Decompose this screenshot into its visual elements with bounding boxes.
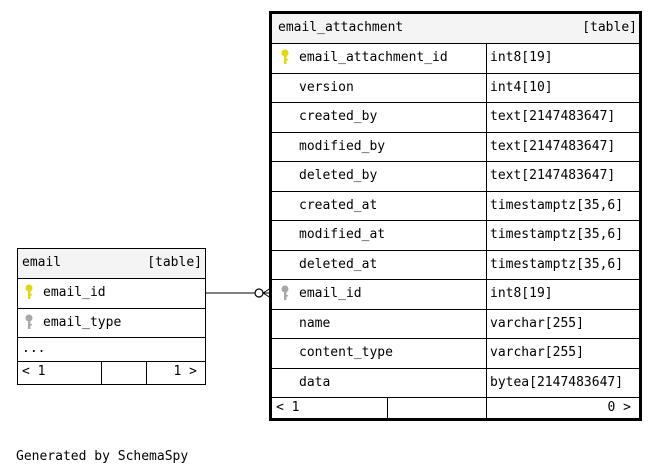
footer-divider	[486, 397, 487, 418]
more-columns-ellipsis: ...	[22, 341, 46, 356]
column-name: email_attachment_id	[299, 50, 448, 65]
column-divider	[486, 43, 487, 73]
column-name: email_id	[299, 286, 362, 301]
column-name: created_at	[299, 197, 378, 213]
column-type: text[2147483647]	[490, 168, 616, 183]
email-table[interactable]: email [table] email_id email_type ... < …	[17, 248, 206, 385]
column-divider	[486, 190, 487, 220]
column-type: int4[10]	[490, 79, 553, 95]
column-name: name	[299, 315, 331, 331]
email-attachment-table[interactable]: email_attachment [table] email_attachment_…	[269, 11, 642, 421]
table-kind: [table]	[147, 255, 202, 270]
row-divider	[272, 102, 639, 103]
primary-key-icon	[25, 284, 33, 299]
foreign-key-icon	[25, 314, 33, 329]
row-divider	[272, 249, 639, 251]
column-type: text[2147483647]	[490, 138, 616, 154]
row-divider	[272, 220, 639, 221]
column-name: deleted_by	[299, 168, 378, 183]
column-type: text[2147483647]	[490, 109, 616, 124]
column-type: timestamptz[35,6]	[490, 197, 624, 213]
row-divider	[272, 72, 639, 74]
parents-count[interactable]: < 1	[22, 364, 46, 379]
column-divider	[486, 279, 487, 309]
row-divider	[272, 397, 639, 398]
column-name: modified_at	[299, 227, 386, 242]
row-divider	[272, 367, 639, 369]
column-divider	[486, 102, 487, 132]
parents-count: < 1	[276, 400, 300, 415]
column-divider	[486, 161, 487, 191]
primary-key-icon	[281, 49, 289, 64]
row-divider	[272, 161, 639, 162]
row-divider	[272, 279, 639, 280]
email-table-header	[18, 249, 205, 278]
row-divider	[272, 308, 639, 310]
row-divider	[272, 43, 639, 44]
children-count: 0 >	[607, 400, 631, 415]
row-divider	[272, 338, 639, 339]
table-name: email	[22, 255, 62, 270]
column-divider	[486, 338, 487, 368]
column-type: timestamptz[35,6]	[490, 227, 624, 242]
column-divider	[486, 249, 487, 279]
column-name: data	[299, 374, 331, 390]
column-divider	[486, 72, 487, 102]
column-name: content_type	[299, 345, 393, 360]
column-type: timestamptz[35,6]	[490, 256, 624, 272]
column-type: int8[19]	[490, 50, 553, 65]
column-name: deleted_at	[299, 256, 378, 272]
column-divider	[486, 220, 487, 250]
column-type: varchar[255]	[490, 315, 584, 331]
column-type: int8[19]	[490, 286, 553, 301]
column-name: email_type	[43, 315, 122, 330]
foreign-key-icon	[281, 285, 289, 300]
column-name: created_by	[299, 109, 378, 124]
row-divider	[272, 190, 639, 192]
column-type: varchar[255]	[490, 345, 584, 360]
column-name: modified_by	[299, 138, 386, 154]
column-type: bytea[2147483647]	[490, 374, 624, 390]
column-divider	[486, 367, 487, 397]
column-divider	[486, 308, 487, 338]
column-name: version	[299, 79, 354, 95]
row-divider	[272, 131, 639, 133]
column-divider	[486, 131, 487, 161]
table-kind: [table]	[582, 20, 637, 35]
column-name: email_id	[43, 285, 106, 300]
table-name: email_attachment	[278, 20, 404, 35]
children-count[interactable]: 1 >	[173, 364, 197, 379]
footer-divider	[387, 397, 388, 418]
attachment-table-header	[272, 14, 639, 43]
generated-by-footer: Generated by SchemaSpy	[16, 449, 189, 464]
